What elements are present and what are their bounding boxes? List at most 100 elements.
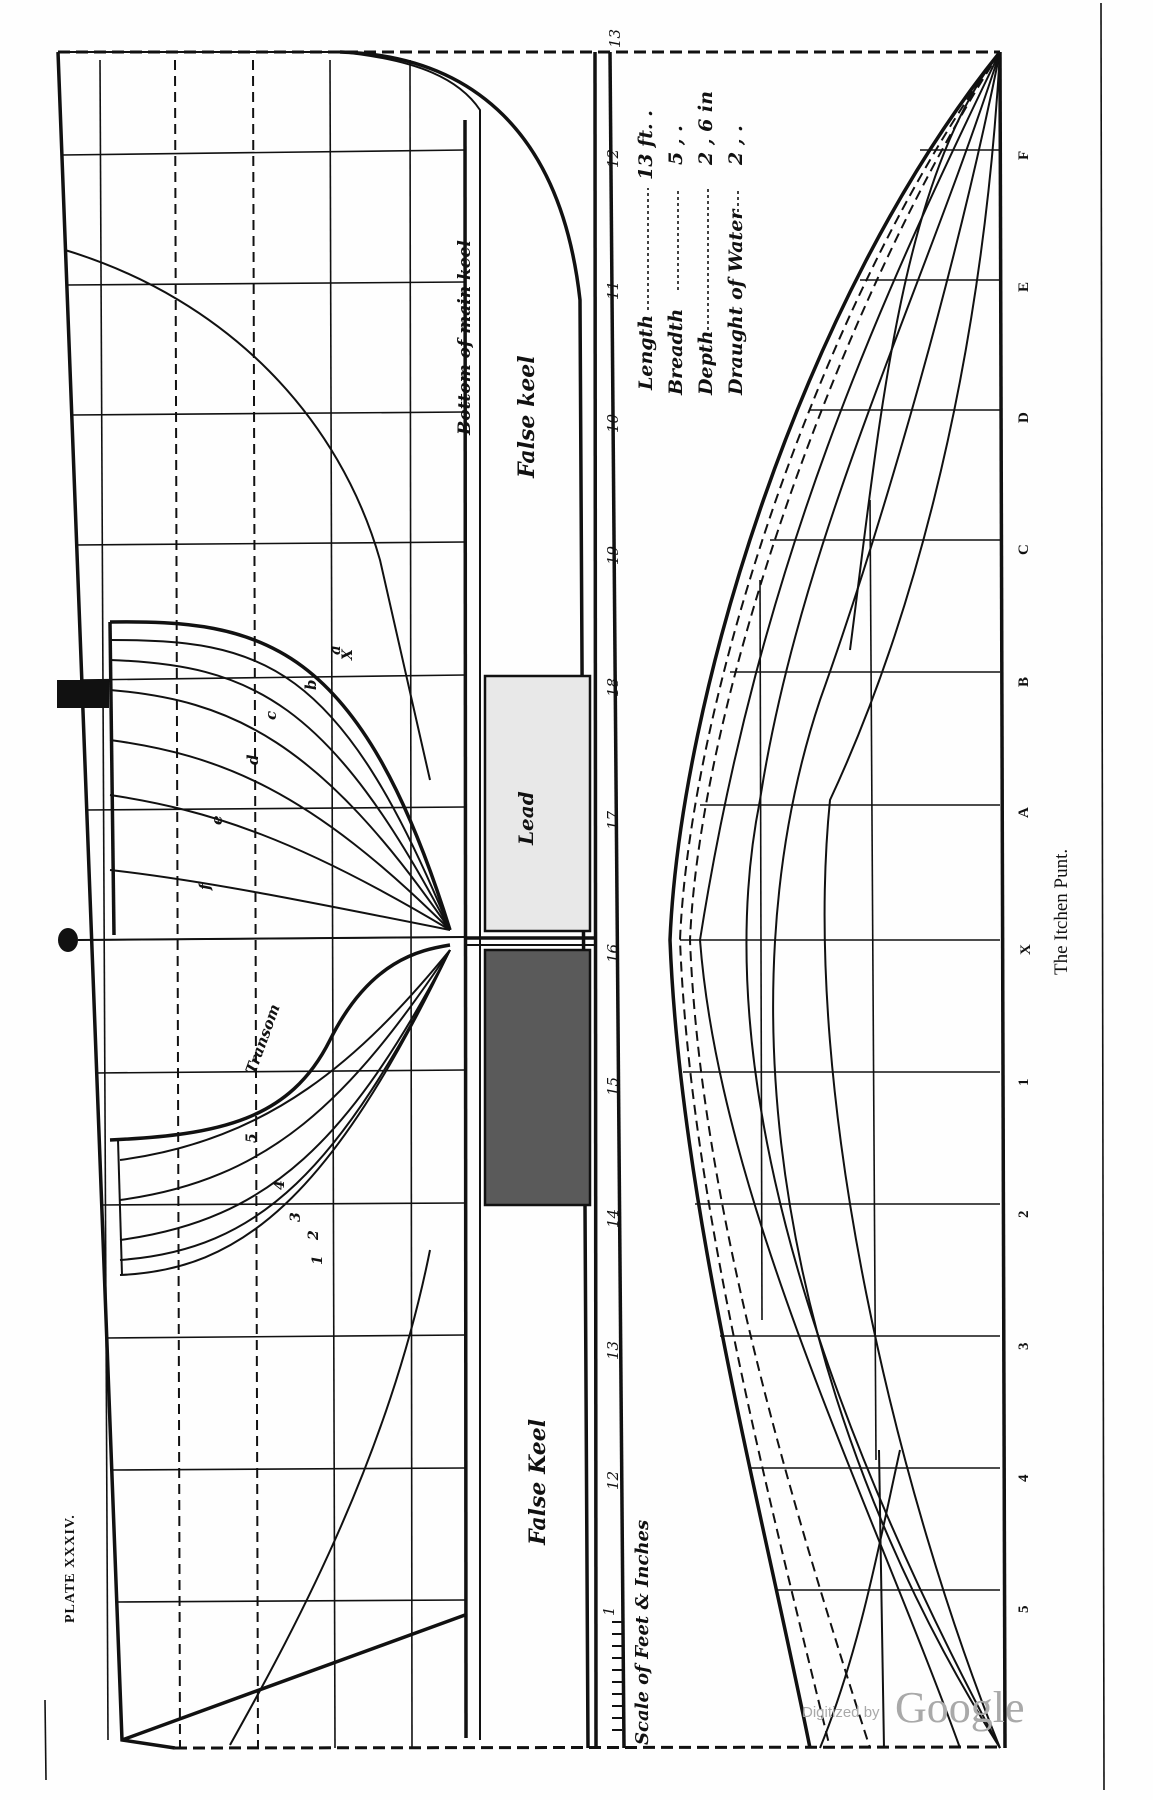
- section-e: [109, 794, 451, 931]
- aft-section-top: [117, 1139, 123, 1276]
- buttock-line-2: [869, 499, 877, 1461]
- station-lines: [61, 149, 466, 1603]
- buttock-aft-vertical: [878, 1449, 885, 1749]
- scale-line: [608, 51, 626, 1749]
- scale-tick-17: 17: [604, 810, 622, 830]
- diagonal-aft: [819, 1449, 901, 1749]
- digitized-by-google-watermark: Digitized by Google: [802, 1683, 1025, 1732]
- scale-tick-13a: 13: [604, 1341, 622, 1360]
- section-outer: [109, 620, 452, 931]
- waterline-e: [772, 51, 1001, 1749]
- half-breadth-plan: [668, 50, 1007, 1749]
- scale-bar: 1 12 13 14 15 16 17 18 19 10 11 12 13 Sc…: [600, 29, 653, 1749]
- page-edge-mark: [44, 1699, 47, 1781]
- section-label-a: a: [326, 645, 344, 655]
- waterline-dashed-1: [174, 59, 181, 1749]
- station-line: [61, 149, 466, 156]
- centre-line: [998, 51, 1007, 1749]
- breadth-value: 5 , .: [665, 125, 687, 165]
- station-line: [65, 281, 466, 286]
- section-1: [119, 949, 451, 1276]
- section-label-b: b: [302, 680, 320, 691]
- plate-label: PLATE XXXIV.: [63, 1514, 78, 1623]
- transom-section: [109, 943, 451, 1142]
- waterline-d: [745, 51, 1001, 1749]
- station-line: [70, 411, 466, 416]
- scale-tick-18: 18: [604, 678, 622, 697]
- waterline-3: [409, 59, 413, 1749]
- main-keel-line: [58, 51, 481, 1740]
- dimensions-table: Length 13 ft. . Breadth 5 , . Depth 2 , …: [635, 91, 747, 396]
- section-label-f: f: [196, 881, 214, 891]
- bottom-of-main-keel-label: Bottom of main keel: [455, 240, 475, 436]
- station-label-E: E: [1016, 282, 1032, 292]
- stern-curve: [229, 1249, 431, 1746]
- length-value: 13 ft. .: [635, 110, 657, 180]
- depth-label: Depth: [695, 331, 717, 396]
- station-line: [94, 1069, 466, 1074]
- station-label-4: 4: [1016, 1474, 1032, 1482]
- section-label-d: d: [244, 754, 262, 765]
- section-label-1: 1: [310, 1255, 326, 1265]
- scale-tick-10: 10: [604, 413, 622, 433]
- lead-ballast-fore: [483, 674, 592, 933]
- station-line: [84, 806, 466, 811]
- watermark-brand: Google: [895, 1683, 1025, 1732]
- station-label-A: A: [1016, 807, 1032, 818]
- false-keel-bottom-line: [593, 51, 598, 1749]
- station-line: [79, 674, 466, 681]
- length-label: Length: [635, 315, 657, 391]
- scale-label: Scale of Feet & Inches: [632, 1520, 653, 1745]
- scale-tick-11: 11: [604, 281, 622, 300]
- section-label-c: c: [262, 711, 280, 720]
- lead-label: Lead: [514, 791, 538, 846]
- scale-tick-12a: 12: [604, 1471, 622, 1490]
- diagonal-fore: [849, 51, 1001, 651]
- station-label-F: F: [1016, 151, 1032, 160]
- waterline-f: [823, 51, 1001, 1749]
- transom-profile: [121, 1613, 466, 1742]
- section-label-midship: X: [340, 648, 356, 661]
- section-label-5: 5: [244, 1133, 260, 1143]
- station-label-2: 2: [1016, 1211, 1032, 1219]
- keel-top-line: [463, 119, 468, 1739]
- station-line: [99, 1202, 466, 1206]
- scale-tick-13b: 13: [606, 29, 624, 48]
- station-line: [115, 1599, 466, 1603]
- fore-sections: [108, 620, 452, 936]
- scale-tick-12b: 12: [604, 149, 622, 168]
- scale-tick-15: 15: [604, 1077, 622, 1096]
- station-labels: 5 4 3 2 1 X A B C D E F: [1016, 151, 1034, 1613]
- transom-label: Transom: [242, 1002, 284, 1077]
- scale-inch-ticks: [612, 1621, 622, 1731]
- buttock-line-1: [759, 579, 763, 1321]
- breadth-label: Breadth: [665, 309, 687, 396]
- station-line: [109, 1467, 466, 1471]
- waterline-dashed-2: [252, 59, 259, 1749]
- section-5: [119, 949, 451, 1161]
- bowsprit-fitting: [57, 680, 109, 708]
- scale-tick-16: 16: [604, 943, 622, 963]
- section-label-4: 4: [272, 1180, 288, 1190]
- station-label-1: 1: [1016, 1079, 1032, 1087]
- section-c: [109, 689, 451, 931]
- station-label-B: B: [1016, 677, 1032, 687]
- mast-head-knob: [58, 928, 78, 952]
- section-3: [119, 949, 451, 1241]
- station-label-D: D: [1016, 412, 1032, 423]
- section-2: [119, 949, 451, 1261]
- section-4: [119, 949, 451, 1201]
- section-b: [109, 659, 451, 931]
- aft-sections: [109, 943, 451, 1276]
- section-label-e: e: [208, 815, 226, 825]
- section-top-line: [108, 621, 116, 936]
- sheer-plan: False keel False Keel Bottom of main kee…: [56, 50, 1001, 1750]
- waterline-2: [329, 59, 336, 1749]
- false-keel-label-lower: False Keel: [525, 1419, 551, 1546]
- section-a: [109, 639, 451, 931]
- section-f: [109, 869, 451, 931]
- draught-label: Draught of Water: [725, 208, 747, 396]
- stem-curve: [64, 249, 431, 781]
